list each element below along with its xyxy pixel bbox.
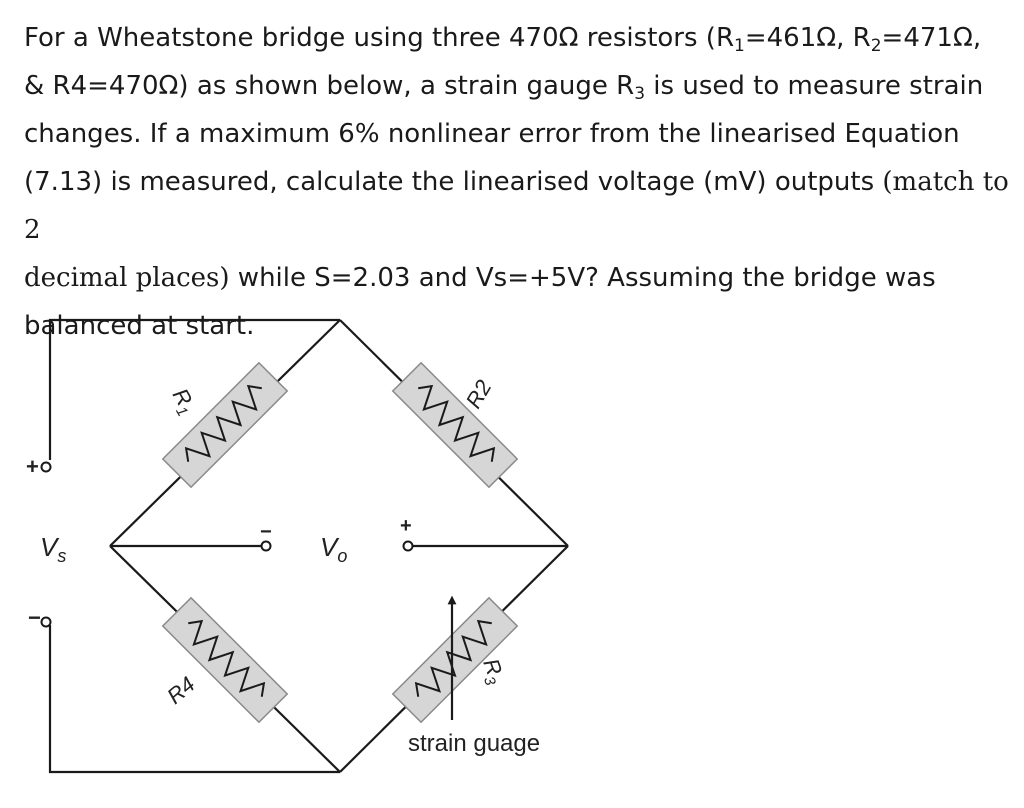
- q-serif-text: decimal places): [24, 263, 230, 293]
- vo-plus-terminal: [402, 540, 414, 552]
- terminals: [40, 461, 414, 628]
- resistor-r4: [161, 596, 289, 724]
- vs-minus-terminal: [40, 616, 52, 628]
- question-line-5: decimal places) while S=2.03 and Vs=+5V?…: [24, 254, 1014, 302]
- resistor-body: [391, 596, 519, 724]
- question-text: For a Wheatstone bridge using three 470Ω…: [24, 14, 1014, 350]
- q-text: while S=2.03 and Vs=+5V? Assuming the br…: [229, 263, 936, 293]
- q-text: For a Wheatstone bridge using three 470Ω…: [24, 23, 735, 53]
- q-serif-text: (match to 2: [24, 167, 1009, 245]
- resistor-r3-strain-gauge: [391, 596, 519, 724]
- zigzag-icon: [418, 384, 496, 462]
- vs-plus-sign: +: [26, 454, 39, 479]
- q-text: =471Ω,: [881, 23, 982, 53]
- zigzag-icon: [184, 384, 262, 462]
- vs-minus-sign: −: [28, 605, 41, 630]
- q-text: is used to measure strain: [645, 71, 984, 101]
- question-line-2: & R4=470Ω) as shown below, a strain gaug…: [24, 62, 1014, 110]
- vo-minus-terminal: [260, 540, 272, 552]
- resistor-r2: [391, 361, 519, 489]
- vs-plus-terminal: [40, 461, 52, 473]
- resistor-body: [391, 361, 519, 489]
- vo-minus-sign: −: [260, 521, 272, 543]
- zigzag-icon: [414, 619, 492, 697]
- q-sub: 1: [734, 36, 745, 56]
- q-text: & R4=470Ω) as shown below, a strain gaug…: [24, 71, 635, 101]
- vs-label: Vs: [40, 532, 66, 566]
- question-line-1: For a Wheatstone bridge using three 470Ω…: [24, 14, 1014, 62]
- question-line-6: balanced at start.: [24, 311, 255, 341]
- q-text: =461Ω, R: [744, 23, 871, 53]
- vo-plus-sign: +: [400, 515, 412, 537]
- resistor-r1: [161, 361, 289, 489]
- r1-label: R1: [164, 384, 201, 419]
- question-line-3: changes. If a maximum 6% nonlinear error…: [24, 119, 960, 149]
- zigzag-icon: [188, 619, 266, 697]
- wheatstone-bridge-diagram: R1 R2 R4 R3 Vs Vo + − − + strain guage: [26, 318, 569, 774]
- wire-top-left: [48, 318, 340, 460]
- resistor-body: [161, 596, 289, 724]
- vo-label: Vo: [320, 532, 347, 566]
- question-line-4: (7.13) is measured, calculate the linear…: [24, 158, 1014, 254]
- q-sub: 2: [870, 36, 882, 56]
- strain-gauge-caption: strain guage: [408, 730, 540, 757]
- resistor-body: [161, 361, 289, 489]
- wire-bottom-left: [48, 625, 340, 774]
- r4-label: R4: [162, 672, 200, 709]
- q-text: (7.13) is measured, calculate the linear…: [24, 167, 883, 197]
- q-sub: 3: [634, 84, 646, 104]
